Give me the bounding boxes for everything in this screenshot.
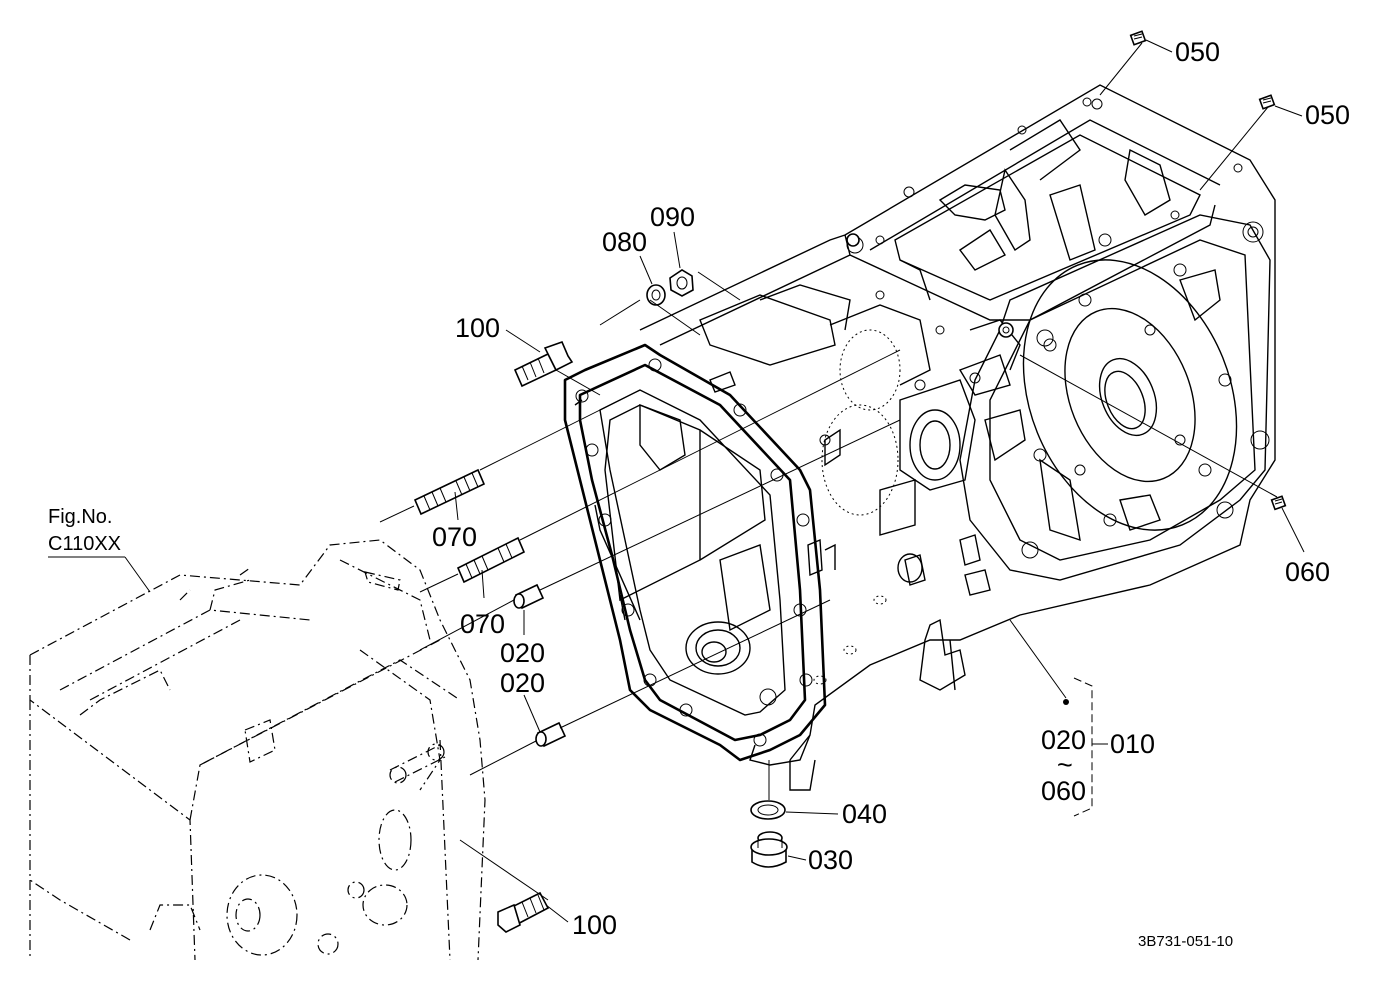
figure-ref-leader bbox=[124, 556, 151, 593]
bolt-100-top[interactable] bbox=[513, 340, 574, 388]
callout-100-top[interactable]: 100 bbox=[455, 313, 541, 353]
callout-080[interactable]: 080 bbox=[602, 227, 653, 285]
assembly-leader-dot bbox=[1063, 699, 1069, 705]
washer-080[interactable] bbox=[646, 284, 666, 306]
pin-020-lower[interactable] bbox=[535, 721, 567, 748]
callout-020-upper[interactable]: 020 bbox=[500, 610, 545, 668]
assembly-bracket bbox=[1073, 677, 1093, 817]
figure-reference[interactable]: Fig.No. C110XX bbox=[48, 506, 151, 593]
assembly-tilde: ~ bbox=[1057, 750, 1073, 780]
callout-030-label: 030 bbox=[808, 845, 853, 875]
drain-plug-030[interactable] bbox=[750, 831, 788, 868]
assembly-group-callout[interactable]: 020 ~ 060 010 bbox=[1009, 619, 1155, 817]
nut-090[interactable] bbox=[669, 269, 694, 297]
assembly-leader bbox=[1009, 619, 1067, 699]
plug-050-top[interactable] bbox=[1129, 30, 1147, 46]
callout-080-label: 080 bbox=[602, 227, 647, 257]
callout-070-upper-label: 070 bbox=[432, 522, 477, 552]
callout-020-lower-label: 020 bbox=[500, 668, 545, 698]
callout-050-right[interactable]: 050 bbox=[1274, 100, 1350, 130]
callout-100-top-label: 100 bbox=[455, 313, 500, 343]
figure-ref-line2: C110XX bbox=[48, 533, 121, 555]
assembly-to-label: 060 bbox=[1041, 776, 1086, 806]
callout-030[interactable]: 030 bbox=[787, 845, 853, 875]
callout-050-right-label: 050 bbox=[1305, 100, 1350, 130]
transmission-case bbox=[639, 84, 1276, 791]
figure-ref-line1: Fig.No. bbox=[48, 506, 112, 528]
callout-060-label: 060 bbox=[1285, 557, 1330, 587]
plug-050-right[interactable] bbox=[1258, 94, 1276, 110]
pin-020-upper[interactable] bbox=[513, 583, 545, 610]
plug-060[interactable] bbox=[1270, 495, 1287, 511]
callout-040-label: 040 bbox=[842, 799, 887, 829]
callout-100-bottom[interactable]: 100 bbox=[545, 904, 617, 940]
bolt-100-bottom[interactable] bbox=[497, 891, 550, 933]
assembly-from-label: 020 bbox=[1041, 725, 1086, 755]
callout-050-top[interactable]: 050 bbox=[1145, 37, 1220, 67]
stud-070-lower[interactable] bbox=[456, 536, 526, 584]
front-mating-face bbox=[563, 343, 827, 762]
callout-070-lower[interactable]: 070 bbox=[460, 569, 505, 639]
callout-070-upper[interactable]: 070 bbox=[432, 491, 477, 552]
callout-100-bottom-label: 100 bbox=[572, 910, 617, 940]
adjacent-housing-outline bbox=[29, 539, 486, 961]
drawing-number: 3B731-051-10 bbox=[1138, 933, 1233, 950]
callout-040[interactable]: 040 bbox=[785, 799, 887, 829]
callout-090-label: 090 bbox=[650, 202, 695, 232]
callout-070-lower-label: 070 bbox=[460, 609, 505, 639]
assembly-center-lines bbox=[379, 42, 1278, 901]
callout-050-top-label: 050 bbox=[1175, 37, 1220, 67]
assembly-number-label: 010 bbox=[1110, 729, 1155, 759]
seal-ring-040[interactable] bbox=[750, 800, 786, 820]
callout-060[interactable]: 060 bbox=[1281, 507, 1330, 587]
callout-090[interactable]: 090 bbox=[650, 202, 695, 269]
callout-020-lower[interactable]: 020 bbox=[500, 668, 545, 733]
stud-070-upper[interactable] bbox=[413, 468, 486, 516]
callout-020-upper-label: 020 bbox=[500, 638, 545, 668]
